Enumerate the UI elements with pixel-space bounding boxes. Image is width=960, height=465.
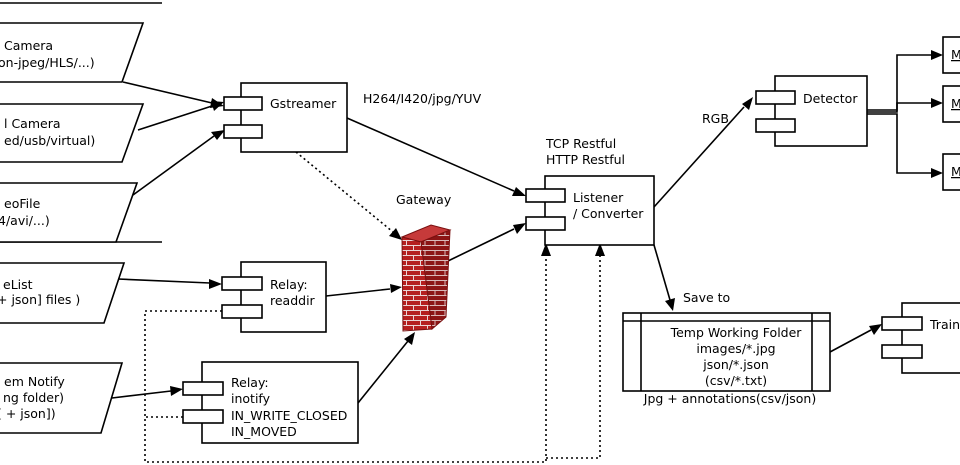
edge-listener-folder [653, 244, 671, 301]
source-file-list-line1: eList [3, 277, 33, 292]
edge-videofile-gstreamer [132, 135, 215, 196]
m3-label: M [951, 164, 960, 179]
component-m1: M [942, 36, 960, 74]
edge-detector-m2 [867, 102, 933, 113]
m2-label: M [951, 96, 960, 111]
edge-inotify-gateway [357, 340, 409, 404]
edge-gateway-listener [447, 228, 515, 262]
component-gstreamer: Gstreamer [223, 82, 348, 153]
detector-label: Detector [803, 91, 858, 106]
relay-readdir-line2: readdir [270, 293, 316, 308]
gateway-label: Gateway [396, 192, 452, 207]
folder-line3: json/*.json [702, 357, 769, 372]
folder-line4: (csv/*.txt) [705, 373, 767, 388]
source-fs-notify-line1: em Notify [4, 374, 65, 389]
edge-filelist-relay [117, 278, 211, 284]
source-ip-camera: Camera on-jpeg/HLS/...) [0, 22, 145, 83]
label-formats: H264/I420/jpg/YUV [363, 91, 482, 106]
folder-line2: images/*.jpg [696, 341, 775, 356]
m1-label: M [951, 47, 960, 62]
source-file-list: eList + json] files ) [0, 262, 126, 324]
component-relay-readdir: Relay: readdir [221, 261, 327, 333]
source-local-camera: l Camera ed/usb/virtual) [0, 103, 145, 163]
edge-gstreamer-listener [346, 117, 515, 192]
source-fs-notify-line2: ng folder) [3, 390, 64, 405]
label-http: HTTP Restful [546, 152, 625, 167]
edge-localcam-gstreamer [137, 105, 213, 131]
source-fs-notify-line3: [ + json]) [0, 406, 56, 421]
edge-detector-m1 [867, 54, 933, 111]
temp-working-folder: Temp Working Folder images/*.jpg json/*.… [622, 312, 831, 392]
edge-readdir-gateway [325, 288, 391, 297]
relay-inotify-line4: IN_MOVED [231, 424, 297, 439]
source-ip-camera-line1: Camera [4, 38, 53, 53]
edge-gstreamer-gateway [295, 151, 394, 233]
listener-line1: Listener [573, 190, 624, 205]
gstreamer-label: Gstreamer [270, 96, 337, 111]
edge-dotted-readdir [144, 249, 547, 463]
relay-readdir-line1: Relay: [270, 277, 308, 292]
source-video-file: eoFile 4/avi/...) [0, 182, 139, 243]
gateway-firewall-icon [400, 224, 452, 332]
source-file-list-line2: + json] files ) [0, 292, 80, 307]
edge-notify-relay [111, 390, 172, 399]
label-rgb: RGB [702, 111, 729, 126]
source-video-file-line2: 4/avi/...) [0, 213, 50, 228]
relay-inotify-line1: Relay: [231, 375, 269, 390]
source-local-camera-line1: l Camera [4, 116, 61, 131]
label-tcp: TCP Restful [545, 136, 616, 151]
component-train: Train [881, 302, 960, 374]
relay-inotify-line2: inotify [231, 391, 271, 406]
source-ip-camera-line2: on-jpeg/HLS/...) [0, 55, 95, 70]
component-listener: Listener / Converter [525, 175, 655, 246]
edge-dotted-inotify-listener [546, 249, 601, 459]
source-fs-notify: em Notify ng folder) [ + json]) [0, 362, 124, 434]
edge-folder-train [829, 329, 872, 353]
edge-ipcam-gstreamer [122, 81, 213, 104]
folder-title: Temp Working Folder [670, 325, 803, 340]
component-m2: M [942, 85, 960, 123]
folder-caption: Jpg + annotations(csv/json) [643, 391, 816, 406]
source-local-camera-line2: ed/usb/virtual) [4, 133, 95, 148]
edge-detector-m3 [867, 113, 933, 174]
label-save-to: Save to [683, 290, 730, 305]
train-label: Train [929, 317, 960, 332]
edge-listener-detector [653, 106, 745, 208]
relay-inotify-line3: IN_WRITE_CLOSED [231, 408, 347, 423]
component-m3: M [942, 153, 960, 191]
component-relay-inotify: Relay: inotify IN_WRITE_CLOSED IN_MOVED [182, 361, 359, 444]
listener-line2: / Converter [573, 206, 644, 221]
source-video-file-line1: eoFile [4, 196, 41, 211]
component-detector: Detector [755, 75, 868, 147]
